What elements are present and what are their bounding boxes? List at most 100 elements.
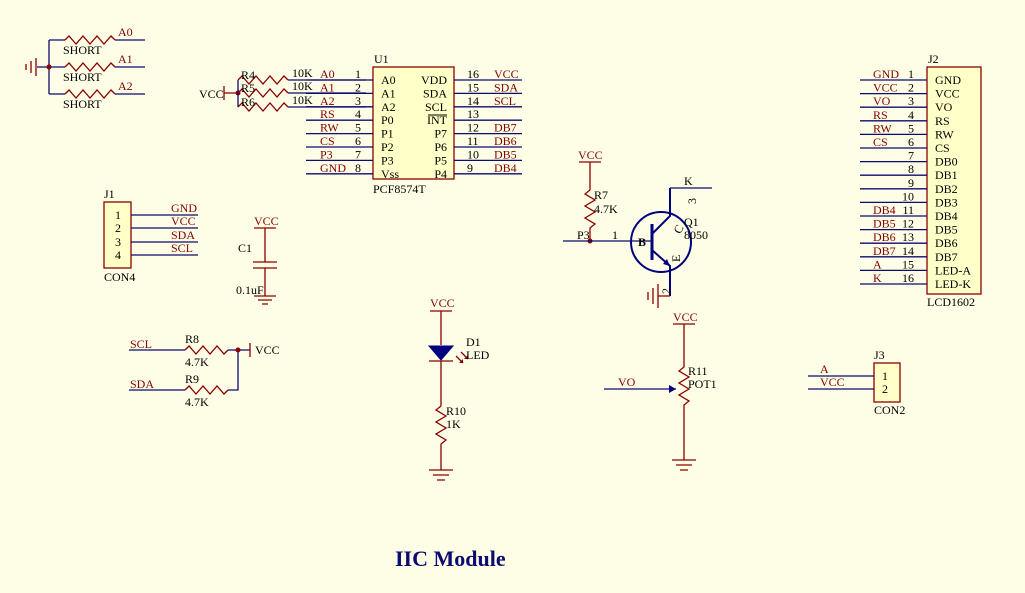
j1-pin-1: 1 [115,208,121,222]
q1-part: 8050 [684,228,708,242]
u1-left-pin-name: P3 [381,153,394,167]
i2c-pullup-resistors: SCL SDA R8 4.7K R9 4.7K VCC [129,332,280,409]
j2-pin-net: RW [873,121,892,135]
j2-pin-name: RS [935,114,950,128]
r11-part: POT1 [688,377,717,391]
short-label-1: SHORT [63,43,102,57]
j2-pin-name: LED-A [935,263,971,277]
j2-pin-name: LED-K [935,277,971,291]
q1-net-k: K [684,174,693,188]
u1-left-pin-number: 6 [355,134,361,148]
j2-pin-number: 11 [902,203,914,217]
j2-pin-name: GND [935,73,961,87]
u1-right-pin-number: 11 [467,134,479,148]
u1-right-pin-number: 10 [467,147,479,161]
r6-ref: R6 [241,95,255,109]
j2-pin-name: VO [935,100,953,114]
c1-value: 0.1uF [236,283,264,297]
short-net-a1: A1 [118,52,133,66]
q1-e-label: E [669,255,683,262]
u1-left-pin-net: RS [320,107,335,121]
j2-pin-net: VO [873,94,891,108]
j2-pin-number: 13 [902,230,914,244]
u1-left-pin-name: P1 [381,127,394,141]
r6-value: 10K [292,93,313,107]
r10-value: 1K [446,417,461,431]
j2-pin-number: 5 [908,121,914,135]
j1-net-sda: SDA [171,228,195,242]
r9-net-sda: SDA [130,377,154,391]
u1-left-pin-number: 2 [355,80,361,94]
j2-pin-net: DB7 [873,244,896,258]
r11-vcc-label: VCC [673,310,698,324]
r7-value: 4.7K [594,202,618,216]
r11-net-vo: VO [618,375,636,389]
j1-ref: J1 [104,187,115,201]
j2-pin-number: 14 [902,244,914,258]
j2-pin-name: DB7 [935,250,958,264]
j2-pin-number: 7 [908,149,914,163]
short-label-2: SHORT [63,70,102,84]
j2-pin-net: CS [873,135,888,149]
u1-right-pin-name: P5 [434,153,447,167]
q1-transistor-circuit: VCC R7 4.7K P3 1 B C E 3 2 K Q1 8050 [563,148,712,308]
j3-con2: J3 CON2 1 2 A VCC [808,348,905,417]
d1-ref: D1 [466,335,481,349]
j1-pin-2: 2 [115,221,121,235]
r7-net-p3: P3 [577,228,590,242]
j2-pin-net: GND [873,67,899,81]
u1-left-pin-number: 5 [355,121,361,135]
q1-pin-b: 1 [612,228,618,242]
r8-net-scl: SCL [130,337,152,351]
u1-right-pin-number: 9 [467,161,473,175]
j3-net-vcc: VCC [820,375,845,389]
c1-vcc-label: VCC [254,214,279,228]
d1-vcc-label: VCC [430,296,455,310]
j3-pin-1: 1 [882,369,888,383]
u1-left-pin-number: 8 [355,161,361,175]
u1-right-pin-number: 14 [467,94,479,108]
j2-pin-net: K [873,271,882,285]
u1-right-pin-name: P6 [434,140,447,154]
j2-pin-number: 1 [908,67,914,81]
u1-left-pin-net: GND [320,161,346,175]
j2-pin-number: 6 [908,135,914,149]
j2-pin-net: VCC [873,81,898,95]
j2-pin-number: 15 [902,257,914,271]
d1-led-circuit: VCC D1 LED R10 1K [427,296,490,481]
u1-ref: U1 [374,52,389,66]
u1-left-pin-name: A1 [381,86,396,100]
page-title: IIC Module [395,546,506,571]
u1-right-pin-number: 16 [467,67,479,81]
u1-right-pin-net: SDA [494,80,518,94]
j2-pin-name: DB4 [935,209,958,223]
u1-right-pin-net: DB7 [494,121,517,135]
r4-ref: R4 [241,68,255,82]
r8-value: 4.7K [185,355,209,369]
j2-pin-name: DB2 [935,182,958,196]
u1-part: PCF8574T [373,182,426,196]
j2-pin-name: DB5 [935,223,958,237]
u1-left-pin-name: A0 [381,73,396,87]
j2-pin-number: 9 [908,176,914,190]
r10-ref: R10 [446,404,466,418]
j2-pin-number: 4 [908,108,914,122]
q1-ref: Q1 [684,215,699,229]
j3-pin-2: 2 [882,382,888,396]
j1-pin-3: 3 [115,235,121,249]
address-pullup-resistors: VCC R4 R5 R6 10K 10K 10K [199,66,366,112]
r9-value: 4.7K [185,395,209,409]
short-net-a0: A0 [118,25,133,39]
short-label-3: SHORT [63,97,102,111]
j2-pin-name: DB3 [935,195,958,209]
c1-ref: C1 [238,241,252,255]
q1-b-label: B [638,235,646,249]
u1-right-pin-name: VDD [421,73,447,87]
u1-right-pin-name: INT [427,113,448,127]
j1-net-gnd: GND [171,201,197,215]
q1-pin-c: 3 [685,198,699,204]
r11-potentiometer: VCC R11 POT1 VO [604,310,717,471]
j2-pin-number: 10 [902,189,914,203]
